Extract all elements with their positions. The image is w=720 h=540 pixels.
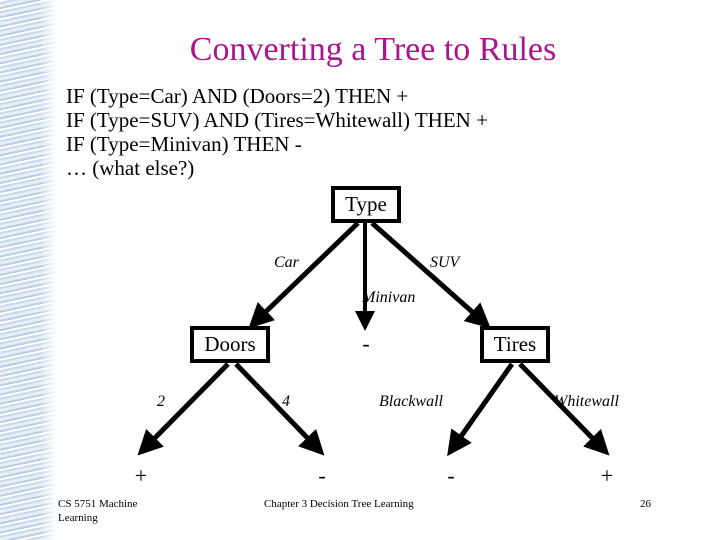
decorative-left-border [0,0,58,540]
rule-line-3: IF (Type=Minivan) THEN - [66,132,302,156]
rule-line-1: IF (Type=Car) AND (Doors=2) THEN + [66,84,409,108]
rule-line-2: IF (Type=SUV) AND (Tires=Whitewall) THEN… [66,108,488,132]
tree-node-doors-label: Doors [204,332,256,356]
page-title: Converting a Tree to Rules [189,31,557,68]
tree-node-type-label: Type [345,192,387,216]
edge-label-doors-4: 4 [282,393,290,410]
tree-node-tires[interactable]: Tires [480,326,550,363]
tree-leaf-whitewall: + [600,463,614,488]
edge-label-car: Car [274,254,299,271]
rule-list: IF (Type=Car) AND (Doors=2) THEN + IF (T… [66,84,686,180]
tree-leaf-blackwall: - [447,463,455,488]
footer-course-line2: Learning [58,512,98,524]
edge-label-suv: SUV [430,254,460,271]
rule-line-4: … (what else?) [66,156,195,180]
edge-label-whitewall: Whitewall [554,393,619,410]
tree-leaf-doors-2: + [134,463,148,488]
tree-node-doors[interactable]: Doors [190,326,270,363]
edge-label-doors-2: 2 [157,393,165,410]
tree-leaf-minivan: - [362,331,370,356]
edge-label-blackwall: Blackwall [379,393,443,410]
tree-node-tires-label: Tires [493,332,537,356]
slide-footer: CS 5751 Machine Learning Chapter 3 Decis… [0,495,720,540]
tree-node-type[interactable]: Type [331,186,401,223]
footer-chapter: Chapter 3 Decision Tree Learning [264,498,414,510]
tree-leaf-doors-4: - [318,463,326,488]
edge-label-minivan: Minivan [362,289,416,306]
left-border-fade [40,0,58,540]
footer-course-line1: CS 5751 Machine [58,498,138,510]
footer-page-number: 26 [640,498,651,510]
footer-course: CS 5751 Machine Learning [58,497,188,525]
